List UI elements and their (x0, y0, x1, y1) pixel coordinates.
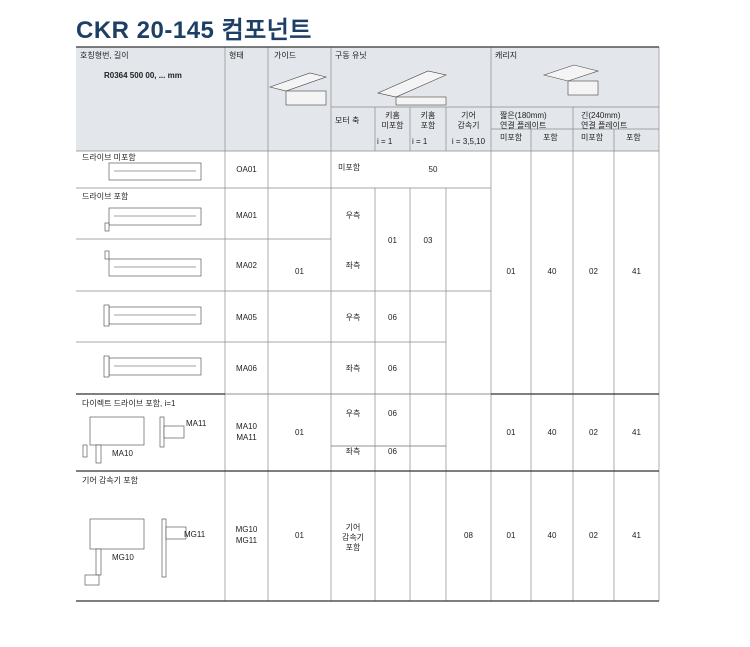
rail-illustrations (82, 162, 202, 586)
form-oa01: OA01 (236, 165, 257, 174)
motor-left-2: 좌측 (345, 364, 361, 373)
car-direct-long-none: 02 (589, 428, 598, 437)
keyway-incl-ratio: i = 1 (412, 137, 428, 146)
col-carriage: 캐리지 (495, 51, 518, 60)
motor-none: 미포함 (338, 163, 361, 172)
val-50: 50 (428, 165, 438, 174)
motor-right-2: 우측 (345, 313, 361, 322)
form-ma02: MA02 (236, 261, 257, 270)
guide-gear: 01 (295, 531, 304, 540)
form-ma10: MA10 (236, 422, 257, 431)
car-gear-long-none: 02 (589, 531, 598, 540)
car-main-short-incl: 40 (547, 267, 557, 276)
keyway-06b: 06 (388, 364, 397, 373)
motor-left-3: 좌측 (345, 447, 361, 456)
code-example: R0364 500 00, ... mm (104, 71, 182, 80)
ill-ma10: MA10 (112, 449, 133, 458)
short-plate-l2: 연결 플레이트 (500, 121, 547, 130)
col-guide: 가이드 (274, 51, 297, 60)
keyway-06c: 06 (388, 409, 397, 418)
table-grid (76, 46, 660, 602)
form-ma05: MA05 (236, 313, 257, 322)
motor-left-1: 좌측 (345, 261, 361, 270)
car-gear-short-incl: 40 (547, 531, 557, 540)
keyway-incl-l1: 키홈 (420, 111, 436, 120)
keyway-03: 03 (423, 236, 433, 245)
motor-right-3: 우측 (345, 409, 361, 418)
long-plate-l2: 연결 플레이트 (581, 121, 628, 130)
short-plate-l1: 짧은(180mm) (500, 111, 547, 120)
ill-ma11: MA11 (186, 419, 207, 428)
motor-gear-l3: 포함 (345, 543, 361, 552)
motor-gear-l2: 감속기 (341, 533, 365, 542)
long-plate-l1: 긴(240mm) (581, 111, 621, 120)
long-incl: 포함 (626, 133, 641, 142)
page-title: CKR 20-145 컴포넌트 (76, 17, 312, 44)
long-none: 미포함 (581, 133, 604, 142)
form-ma06: MA06 (236, 364, 257, 373)
gear-l1: 기어 (461, 111, 476, 120)
keyway-none-l1: 키홈 (385, 111, 400, 120)
keyway-none-l2: 미포함 (381, 121, 404, 130)
section-with-drive: 드라이브 포함 (82, 192, 129, 201)
keyway-none-ratio: i = 1 (377, 137, 393, 146)
car-gear-long-incl: 41 (632, 531, 641, 540)
form-mg10: MG10 (235, 525, 258, 534)
form-ma11: MA11 (236, 433, 257, 442)
car-gear-short-none: 01 (506, 531, 516, 540)
keyway-incl-l2: 포함 (420, 121, 436, 130)
section-no-drive: 드라이브 미포함 (82, 153, 136, 162)
col-drive-unit: 구동 유닛 (335, 51, 367, 60)
form-ma01: MA01 (236, 211, 257, 220)
col-form: 형태 (229, 51, 244, 60)
short-none: 미포함 (500, 133, 523, 142)
car-main-long-incl: 41 (632, 267, 641, 276)
gear-l2: 감속기 (457, 121, 480, 130)
car-direct-short-none: 01 (506, 428, 516, 437)
car-direct-short-incl: 40 (547, 428, 557, 437)
guide-main: 01 (295, 267, 304, 276)
section-direct-drive: 다이렉트 드라이브 포함, i=1 (82, 399, 176, 408)
car-main-short-none: 01 (506, 267, 516, 276)
form-mg11: MG11 (235, 536, 258, 545)
motor-axis: 모터 축 (335, 116, 360, 125)
keyway-01: 01 (388, 236, 397, 245)
motor-right-1: 우측 (345, 211, 361, 220)
header-illustrations (268, 64, 600, 106)
section-gear: 기어 감속기 포함 (82, 476, 138, 485)
ill-mg10: MG10 (112, 553, 134, 562)
ill-mg11: MG11 (184, 530, 206, 539)
car-main-long-none: 02 (589, 267, 598, 276)
gear-08: 08 (464, 531, 473, 540)
keyway-06d: 06 (388, 447, 397, 456)
keyway-06a: 06 (388, 313, 397, 322)
car-direct-long-incl: 41 (632, 428, 641, 437)
motor-gear-l1: 기어 (345, 523, 361, 532)
short-incl: 포함 (543, 133, 558, 142)
col-code-label: 호칭형번, 길이 (80, 51, 129, 60)
guide-direct: 01 (295, 428, 304, 437)
gear-ratio: i = 3,5,10 (451, 137, 486, 146)
